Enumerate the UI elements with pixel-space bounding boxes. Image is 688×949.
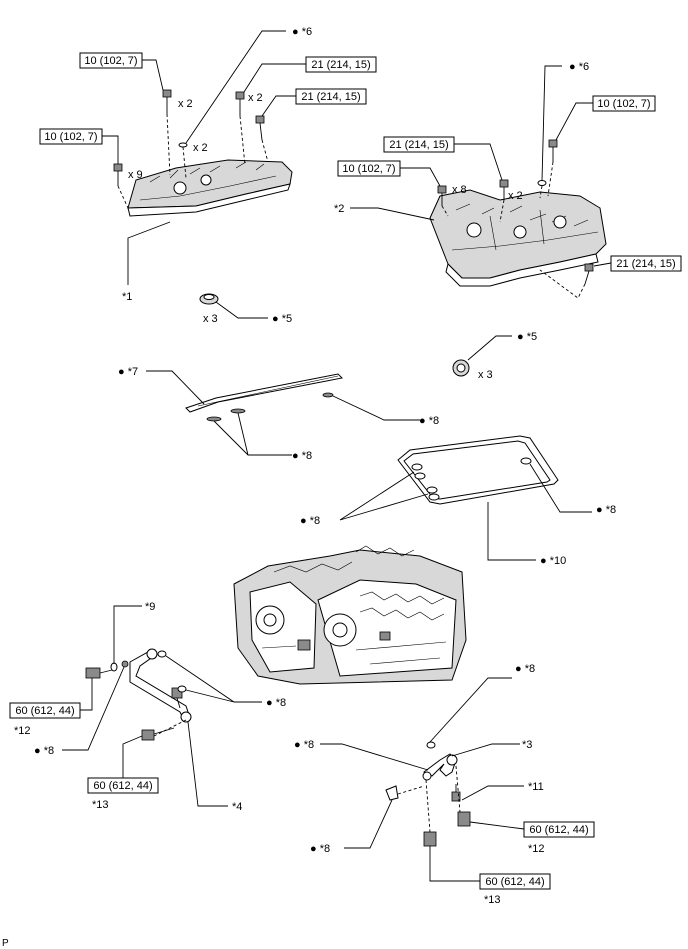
oil-pipe-rh <box>422 753 458 781</box>
callout-5a: ● *5 <box>272 313 292 325</box>
callout-2: *2 <box>334 203 344 215</box>
torque-box-2 <box>305 56 377 73</box>
qty-5: x 8 <box>452 184 467 196</box>
figure-code: P <box>2 938 9 949</box>
torque-box-9 <box>9 702 81 719</box>
callout-8h: ● *8 <box>294 739 314 751</box>
bolt-10-a <box>162 89 172 114</box>
torque-box-11 <box>523 821 595 838</box>
torque-3: 21 (214, 15) <box>301 91 360 103</box>
bolt-21-d <box>584 263 594 285</box>
cylinder-head-cover-rh <box>429 189 607 287</box>
torque-6: 10 (102, 7) <box>342 163 395 175</box>
torque-box-6 <box>337 160 401 177</box>
callout-13b: *13 <box>484 894 501 906</box>
torque-box-8 <box>610 255 682 272</box>
torque-box-1 <box>79 52 143 69</box>
callout-8b: ● *8 <box>419 415 439 427</box>
torque-box-7 <box>592 95 656 112</box>
bolt-10-d <box>548 139 558 162</box>
plug-hole-gaskets-lh <box>206 392 334 422</box>
engine-block <box>233 545 467 685</box>
torque-7: 10 (102, 7) <box>597 98 650 110</box>
callout-8d: ● *8 <box>596 504 616 516</box>
torque-box-3 <box>295 88 367 105</box>
gasket-8-i-part <box>385 785 399 801</box>
torque-10: 60 (612, 44) <box>93 780 152 792</box>
torque-12: 60 (612, 44) <box>485 876 544 888</box>
callout-12a: *12 <box>14 725 31 737</box>
torque-2: 21 (214, 15) <box>311 59 370 71</box>
callout-7: ● *7 <box>118 366 138 378</box>
qty-6: x 2 <box>508 190 523 202</box>
union-bolt-13-lh-lower <box>141 727 175 741</box>
callout-8a: ● *8 <box>292 450 312 462</box>
torque-11: 60 (612, 44) <box>529 824 588 836</box>
qty-2: x 2 <box>248 92 263 104</box>
gasket-8-f <box>121 660 129 668</box>
torque-8: 21 (214, 15) <box>616 258 675 270</box>
union-bolt-12-rh <box>457 811 471 827</box>
gasket-6-b <box>537 180 547 186</box>
callout-3: *3 <box>522 739 532 751</box>
cylinder-head-cover-lh <box>127 159 293 217</box>
torque-box-4 <box>39 128 103 145</box>
union-bolt-13-rh <box>423 831 437 847</box>
qty-4: x 9 <box>128 169 143 181</box>
callout-11: *11 <box>528 781 544 793</box>
qty-8: x 3 <box>478 369 493 381</box>
callout-10: ● *10 <box>540 555 566 567</box>
qty-7: x 3 <box>203 313 218 325</box>
gasket-8-g <box>157 650 167 658</box>
callout-4: *4 <box>232 801 242 813</box>
callout-8c: ● *8 <box>300 515 320 527</box>
qty-1: x 2 <box>178 98 193 110</box>
bolt-10-b <box>113 163 123 186</box>
gasket-6-a <box>178 142 188 148</box>
callout-1: *1 <box>122 291 132 303</box>
callout-8i: ● *8 <box>310 843 330 855</box>
torque-4: 10 (102, 7) <box>44 131 97 143</box>
union-bolt-11 <box>451 784 461 802</box>
callout-13a: *13 <box>92 799 109 811</box>
gasket-8-h <box>426 741 436 749</box>
callout-8e: ● *8 <box>266 697 286 709</box>
callout-9: *9 <box>145 601 155 613</box>
torque-1: 10 (102, 7) <box>84 55 137 67</box>
bolt-21-a <box>235 91 245 116</box>
spark-plug-seal-lh <box>199 293 219 305</box>
oil-pipe-lh <box>129 648 192 723</box>
gasket-8-e <box>110 662 118 672</box>
torque-box-12 <box>479 873 551 890</box>
torque-9: 60 (612, 44) <box>15 705 74 717</box>
bolt-21-c <box>499 179 509 200</box>
bolt-10-c <box>437 185 447 206</box>
qty-3: x 2 <box>193 142 208 154</box>
bolt-21-b <box>255 115 265 141</box>
torque-box-5 <box>383 136 455 153</box>
cover-gasket-rh <box>397 435 559 505</box>
callout-6b: ● *6 <box>569 61 589 73</box>
cover-gasket-lh <box>185 373 344 413</box>
spark-plug-seal-rh <box>452 359 470 377</box>
union-bolt-13-lh <box>171 687 183 709</box>
callout-5b: ● *5 <box>517 331 537 343</box>
callout-8g: ● *8 <box>515 663 535 675</box>
callout-6a: ● *6 <box>292 26 312 38</box>
torque-5: 21 (214, 15) <box>389 139 448 151</box>
callout-12b: *12 <box>528 843 545 855</box>
callout-8f: ● *8 <box>34 745 54 757</box>
